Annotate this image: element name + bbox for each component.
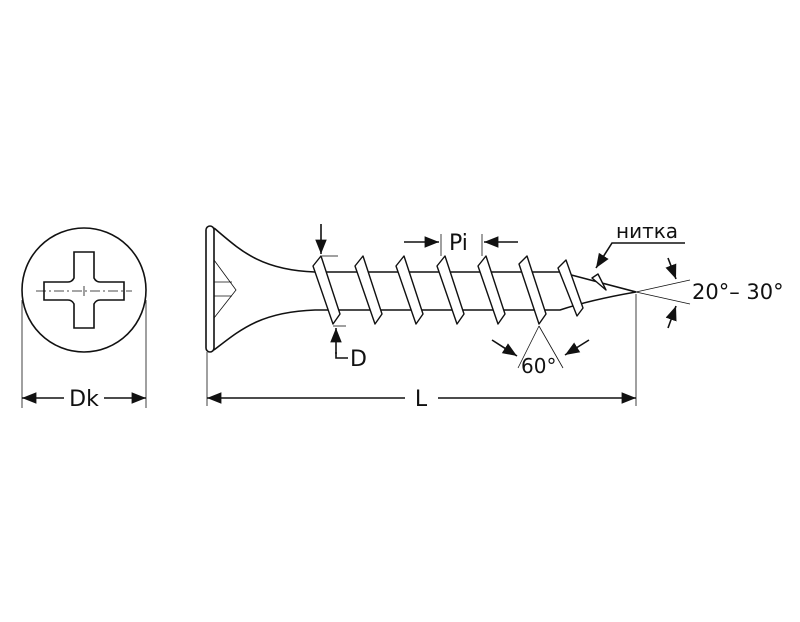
screw-head (205, 225, 215, 353)
tip-angle-dimension: 20°– 30° (635, 257, 784, 329)
l-label: L (415, 387, 428, 412)
tip-angle-label: 20°– 30° (692, 280, 784, 304)
screw-side-view (205, 225, 637, 353)
d-label: D (350, 347, 367, 372)
thread-crests (312, 255, 607, 325)
pitch-dimension: Pi (404, 231, 518, 256)
dk-label: Dk (69, 387, 99, 412)
angle-60-label: 60° (521, 354, 556, 378)
head-outline (21, 227, 147, 353)
phillips-cross-icon (43, 251, 125, 329)
pi-label: Pi (449, 231, 468, 256)
thread-callout: нитка (595, 219, 685, 269)
thread-label: нитка (616, 219, 678, 243)
head-top-view (21, 227, 147, 353)
l-dimension: L (206, 294, 637, 412)
dk-dimension: Dk (21, 300, 147, 412)
thread-angle-dimension: 60° (491, 325, 590, 378)
d-dimension: D (315, 224, 367, 372)
